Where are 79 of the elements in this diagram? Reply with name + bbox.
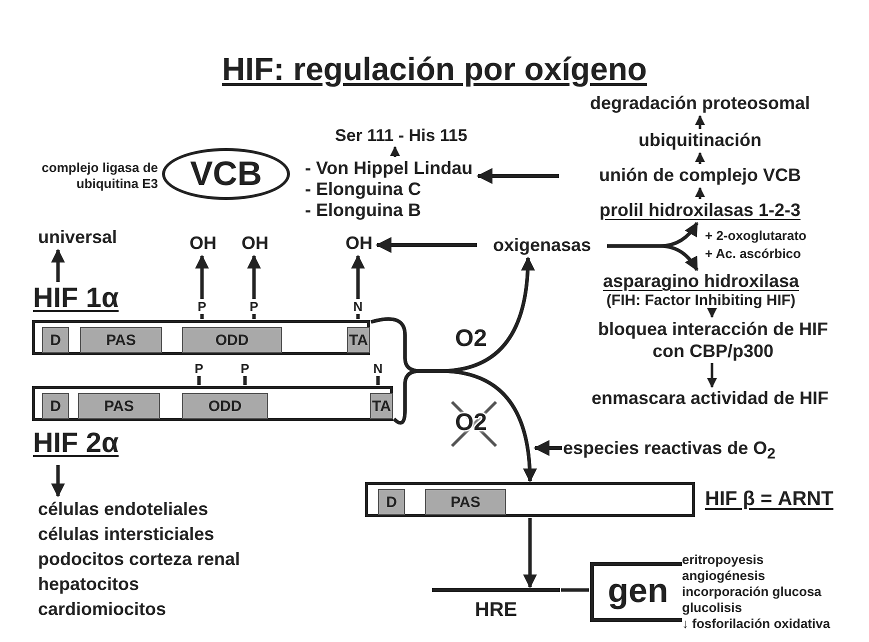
caption-text: complejo ligasa de ubiquitina E3 (40, 160, 158, 192)
arrow (390, 146, 400, 157)
arrow (533, 440, 562, 456)
enzyme-name: oxigenasas (478, 235, 606, 257)
step-text: unión de complejo VCB (560, 165, 840, 187)
site-letter: N (372, 362, 384, 375)
cell-type: células intersticiales (38, 523, 216, 546)
site-letter: P (193, 362, 205, 375)
domain-box: D (42, 327, 69, 353)
connector-line (243, 376, 247, 385)
step-text: ubiquitinación (560, 130, 840, 152)
protein-name: HIF 1α (33, 283, 119, 314)
residue-label: Ser 111 - His 115 (335, 126, 465, 146)
protein-name: - Von Hippel Lindau (305, 158, 474, 179)
arrow (607, 244, 698, 272)
domain-box: TA (370, 393, 393, 419)
domain-box: PAS (425, 489, 506, 515)
domain-box: ODD (182, 327, 282, 353)
complex-ellipse: VCB (162, 148, 290, 200)
caption-text: glucolisis (682, 600, 743, 616)
cell-type: cardiomiocitos (38, 598, 168, 621)
site-letter: P (239, 362, 251, 375)
connector-line (200, 314, 204, 319)
arrow (375, 237, 477, 253)
connector-line (356, 314, 360, 319)
cell-type: hepatocitos (38, 573, 140, 596)
arrow (195, 254, 209, 299)
caption-text: ↓ fosforilación oxidativa (682, 616, 830, 632)
domain-box: D (378, 489, 405, 515)
arrow (51, 248, 65, 282)
caption-text: incorporación glucosa (682, 584, 822, 600)
enzyme-name: prolil hidroxilasas 1-2-3 (560, 200, 840, 222)
cofactor-label: + Ac. ascórbico (705, 247, 801, 262)
site-letter: P (196, 300, 208, 313)
domain-box: TA (347, 327, 370, 353)
connector-line (197, 376, 201, 385)
protein-name: HIF β = ARNT (705, 488, 834, 510)
expression-label: universal (38, 227, 130, 249)
protein-name: - Elonguina C (305, 179, 422, 200)
domain-box: PAS (80, 327, 162, 353)
domain-box: D (42, 393, 69, 419)
hydroxyl-label: OH (186, 233, 220, 255)
hydroxyl-label: OH (342, 233, 376, 255)
step-text: degradación proteosomal (560, 93, 840, 115)
arrow (523, 518, 537, 588)
caption-text: angiogénesis (682, 568, 766, 584)
connector-line (561, 588, 589, 592)
hydroxyl-label: OH (238, 233, 272, 255)
arrow (695, 115, 705, 129)
cofactor-label: + 2-oxoglutarato (705, 229, 806, 244)
arrow (707, 308, 717, 318)
protein-name: HIF 2α (33, 428, 119, 459)
arrow (695, 187, 705, 199)
step-text: especies reactivas de O$_{2}$ (563, 438, 823, 460)
edge-label: O2 (455, 326, 488, 352)
domain-box: ODD (182, 393, 268, 419)
cell-type: podocitos corteza renal (38, 548, 242, 571)
arrow (351, 254, 365, 299)
step-text: bloquea interacción de HIF con CBP/p300 (582, 318, 844, 362)
connector-line (252, 314, 256, 319)
enzyme-name: (FIH: Factor Inhibiting HIF) (605, 291, 797, 311)
site-letter: N (352, 300, 364, 313)
arrow (392, 369, 537, 482)
diagram-title: HIF: regulación por oxígeno (221, 52, 648, 88)
cell-type: células endoteliales (38, 498, 210, 521)
enzyme-name: asparagino hidroxilasa (602, 271, 800, 291)
caption-text: eritropoyesis (682, 552, 765, 568)
response-element-line: HRE (432, 588, 560, 624)
arrow (247, 254, 261, 299)
gene-bracket: gen (590, 562, 682, 622)
arrow (51, 465, 65, 498)
protein-name: - Elonguina B (305, 200, 422, 221)
domain-box: PAS (78, 393, 160, 419)
arrow (707, 363, 717, 388)
arrow (476, 168, 559, 184)
connector-line (376, 376, 380, 385)
step-text: enmascara actividad de HIF (560, 388, 860, 410)
arrow (695, 152, 705, 164)
site-letter: P (248, 300, 260, 313)
